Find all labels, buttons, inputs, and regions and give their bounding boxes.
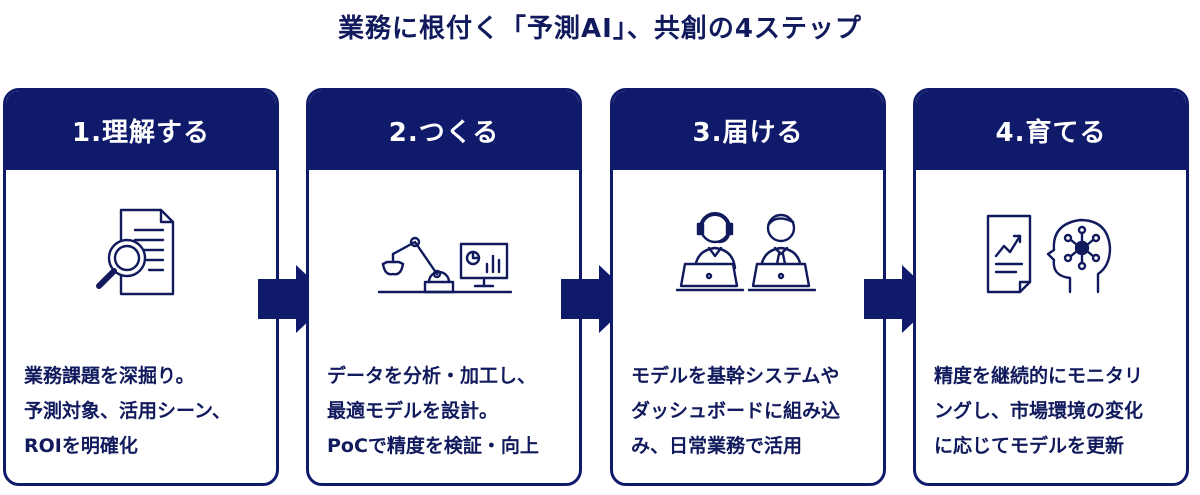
chart-ai-head-icon: [916, 199, 1186, 309]
step-header: 3.届ける: [613, 91, 883, 170]
step-header: 1.理解する: [6, 91, 276, 170]
workers-laptops-icon: [613, 199, 883, 309]
robot-arm-dashboard-icon: [309, 199, 579, 309]
step-card-build: 2.つくる データを分析・加工し、 最適モデルを設計。 PoCで精度を検証・向上: [306, 88, 582, 486]
step-card-grow: 4.育てる 精度を継続的にモニタ: [913, 88, 1189, 486]
step-description: 業務課題を深掘り。 予測対象、活用シーン、 ROIを明確化: [24, 365, 231, 457]
step-header: 2.つくる: [309, 91, 579, 170]
step-header: 4.育てる: [916, 91, 1186, 170]
document-magnifier-icon: [6, 199, 276, 309]
step-description: 精度を継続的にモニタリ ングし、市場環境の変化 に応じてモデルを更新: [934, 365, 1144, 457]
step-description: モデルを基幹システムや ダッシュボードに組み込 み、日常業務で活用: [631, 365, 841, 457]
page-title: 業務に根付く「予測AI」、共創の4ステップ: [338, 14, 862, 44]
step-card-understand: 1.理解する 業務課題を深掘り。 予測対象、活用シーン、 ROIを明確化: [3, 88, 279, 486]
step-card-deliver: 3.届ける モデルを基幹システムや ダ: [610, 88, 886, 486]
step-description: データを分析・加工し、 最適モデルを設計。 PoCで精度を検証・向上: [327, 365, 539, 457]
